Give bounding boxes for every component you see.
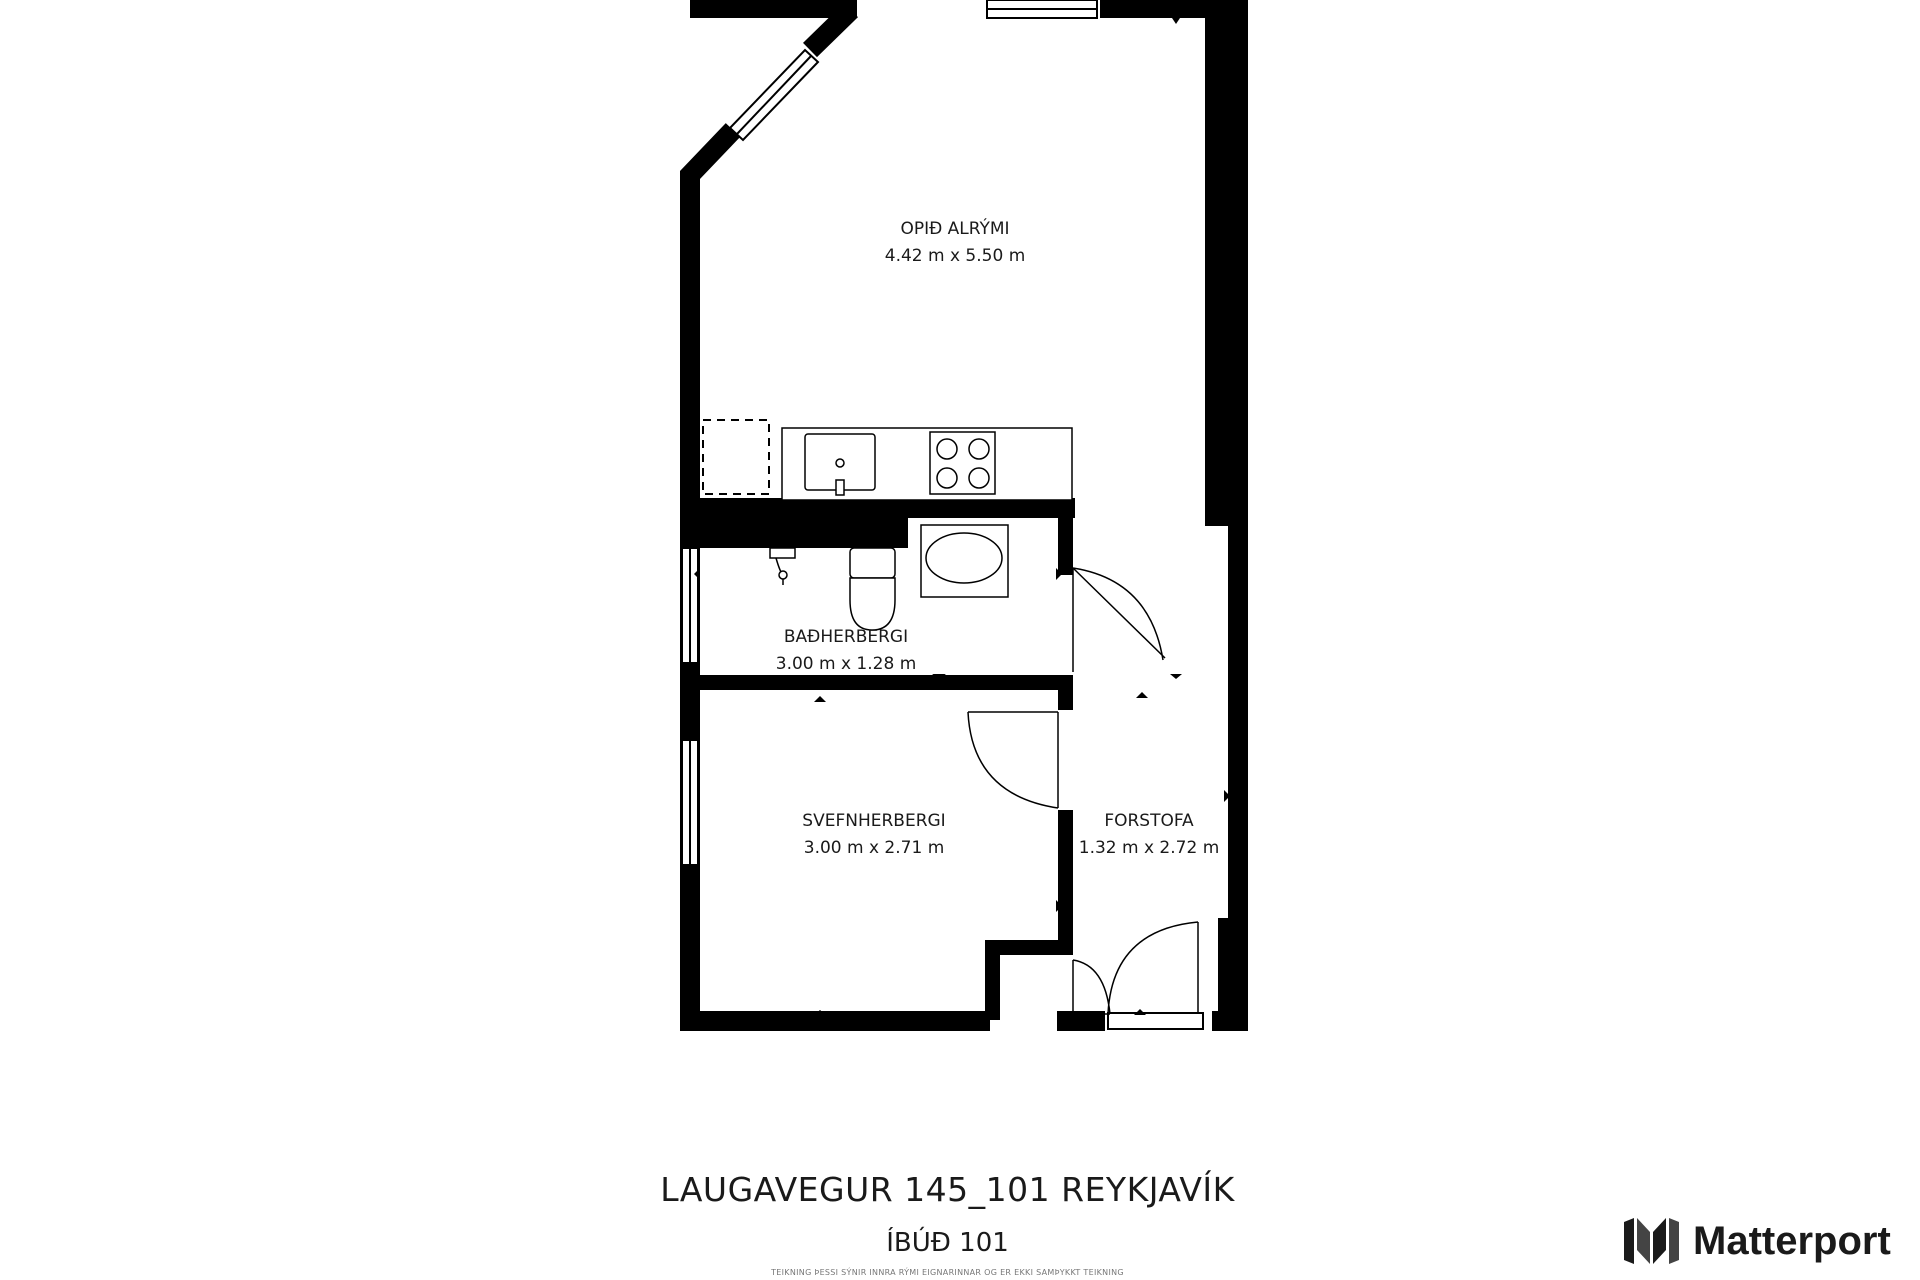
disclaimer-note: TEIKNING ÞESSI SÝNIR INNRA RÝMI EIGNARIN… [771, 1268, 1124, 1277]
brand-logo-spacer [1625, 1218, 1683, 1264]
room-size: 4.42 m x 5.50 m [884, 246, 1026, 266]
kitchen-counter [781, 427, 1073, 501]
room-name: SVEFNHERBERGI [802, 811, 946, 831]
room-name: FORSTOFA [1104, 811, 1194, 831]
room-size: 3.00 m x 1.28 m [775, 654, 917, 674]
room-label-bath: BAÐHERBERGI 3.00 m x 1.28 m [776, 624, 917, 678]
unit-subtitle: ÍBÚÐ 101 [886, 1228, 1009, 1258]
windows [681, 0, 1204, 1030]
room-size: 3.00 m x 2.71 m [803, 838, 945, 858]
doors [967, 567, 1199, 1015]
room-size: 1.32 m x 2.72 m [1078, 838, 1220, 858]
bathroom-fixtures [769, 524, 1009, 631]
brand-block: Matterport [1625, 1218, 1891, 1264]
matterport-logo-icon [1624, 1218, 1679, 1264]
fridge-outline [702, 419, 770, 495]
room-label-living: OPIÐ ALRÝMI 4.42 m x 5.50 m [885, 216, 1026, 270]
interior-walls [690, 16, 1231, 1020]
room-name: OPIÐ ALRÝMI [900, 219, 1010, 239]
dimension-arrows [694, 18, 1230, 1015]
room-label-hall: FORSTOFA 1.32 m x 2.72 m [1079, 808, 1220, 862]
room-label-bed: SVEFNHERBERGI 3.00 m x 2.71 m [802, 808, 945, 862]
address-title: LAUGAVEGUR 145_101 REYKJAVÍK [660, 1170, 1235, 1209]
brand-name: Matterport [1693, 1218, 1891, 1263]
room-name: BAÐHERBERGI [783, 627, 909, 647]
